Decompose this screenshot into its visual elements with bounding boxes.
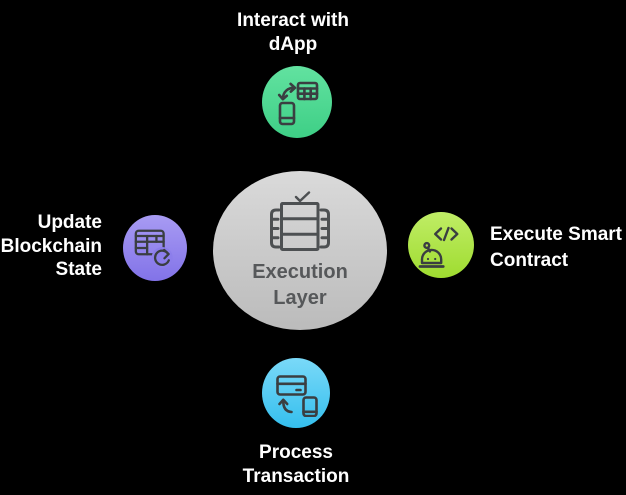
label-line: Transaction (242, 466, 350, 487)
label-interact-dapp: Interact with dApp (193, 9, 393, 57)
node-process-transaction (262, 358, 330, 428)
label-line: Contract (490, 249, 569, 271)
label-line: Execute Smart (490, 224, 623, 245)
label-line: State (55, 259, 102, 280)
label-line: Process (259, 442, 333, 463)
node-interact-dapp (262, 66, 332, 138)
node-execute-smart-contract (408, 212, 474, 278)
node-execution-layer: Execution Layer (213, 171, 387, 330)
label-update-blockchain-state: Update Blockchain State (0, 211, 102, 282)
card-phone-transfer-icon (276, 375, 318, 417)
node-update-blockchain-state (123, 215, 187, 281)
label-line: dApp (268, 34, 318, 55)
label-line: Execution (252, 260, 348, 283)
label-line: Layer (273, 286, 327, 309)
phone-dapp-sync-icon (277, 81, 319, 126)
table-refresh-icon (134, 229, 173, 269)
label-line: Blockchain (0, 235, 102, 257)
label-execute-smart-contract: Execute Smart Contract (490, 222, 626, 273)
center-node-label: Execution Layer (252, 259, 348, 311)
robot-code-icon (418, 226, 459, 268)
label-line: Interact with (237, 10, 349, 31)
label-process-transaction: Process Transaction (196, 441, 396, 489)
execution-module-check-icon (270, 190, 330, 251)
label-line: Update (37, 212, 102, 233)
